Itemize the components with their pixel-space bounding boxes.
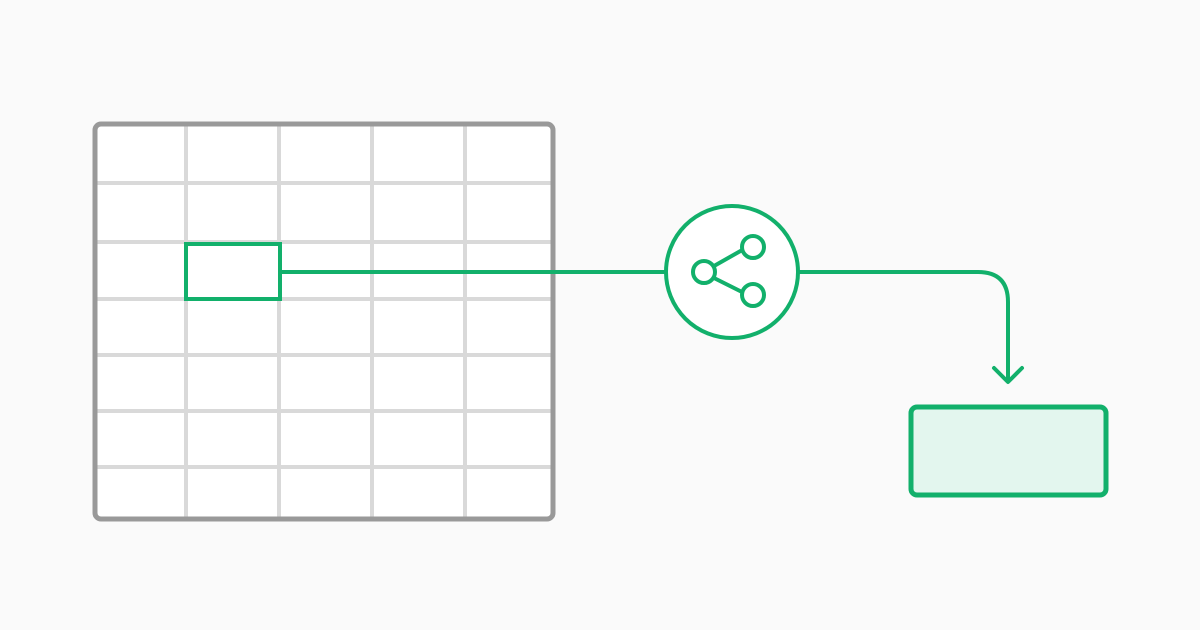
selected-cell-highlight xyxy=(184,242,282,301)
spreadsheet-grid xyxy=(92,121,556,522)
spreadsheet-grid-lines xyxy=(97,126,551,517)
spreadsheet-background xyxy=(95,124,553,519)
destination-box xyxy=(908,404,1109,498)
connector-share-to-destination xyxy=(796,270,1010,382)
share-node xyxy=(664,204,800,340)
share-node-circle xyxy=(664,204,800,340)
spreadsheet-border xyxy=(92,121,556,522)
arrowhead-icon xyxy=(992,366,1024,384)
share-icon xyxy=(691,234,766,308)
